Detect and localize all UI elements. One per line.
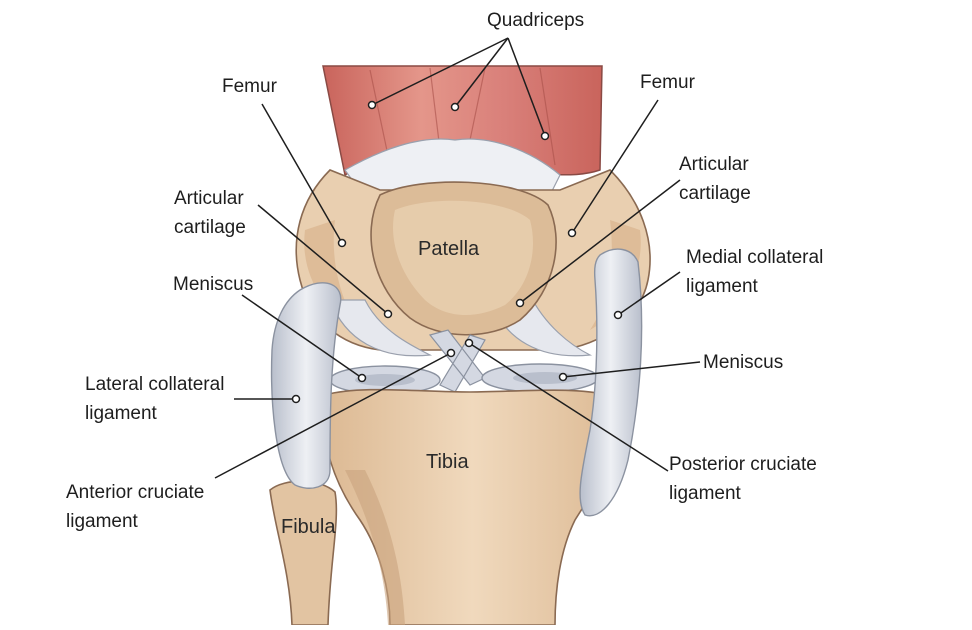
label-articular-cartilage-right: Articular cartilage bbox=[679, 154, 751, 204]
label-anterior-cruciate-ligament: Anterior cruciate ligament bbox=[66, 482, 205, 532]
label-fibula: Fibula bbox=[281, 516, 336, 538]
label-femur-left: Femur bbox=[222, 76, 277, 97]
leader-endpoints bbox=[291, 100, 623, 404]
articular-cartilage-left-shape bbox=[329, 299, 433, 357]
meniscus-left-inner bbox=[355, 374, 415, 386]
label-medial-collateral-ligament: Medial collateral ligament bbox=[686, 247, 824, 297]
tibia-bone bbox=[322, 388, 623, 626]
fibula-bone bbox=[269, 480, 338, 626]
quadriceps-fibers bbox=[369, 67, 556, 166]
label-meniscus-left: Meniscus bbox=[173, 274, 254, 295]
patella-highlight bbox=[393, 200, 533, 316]
leader-lines bbox=[214, 37, 701, 479]
lateral-collateral-ligament-shape bbox=[270, 282, 342, 489]
label-lateral-collateral-ligament: Lateral collateral ligament bbox=[85, 374, 225, 424]
label-tibia: Tibia bbox=[426, 451, 469, 473]
femur-shade-left bbox=[304, 220, 360, 330]
tibia-shade bbox=[345, 470, 405, 625]
label-patella: Patella bbox=[418, 238, 480, 260]
medial-collateral-ligament-shape bbox=[579, 248, 643, 517]
label-quadriceps: Quadriceps bbox=[487, 10, 585, 31]
label-posterior-cruciate-ligament: Posterior cruciate ligament bbox=[669, 454, 817, 504]
label-femur-right: Femur bbox=[640, 72, 695, 93]
label-meniscus-right: Meniscus bbox=[703, 352, 784, 373]
label-articular-cartilage-left: Articular cartilage bbox=[174, 188, 246, 238]
